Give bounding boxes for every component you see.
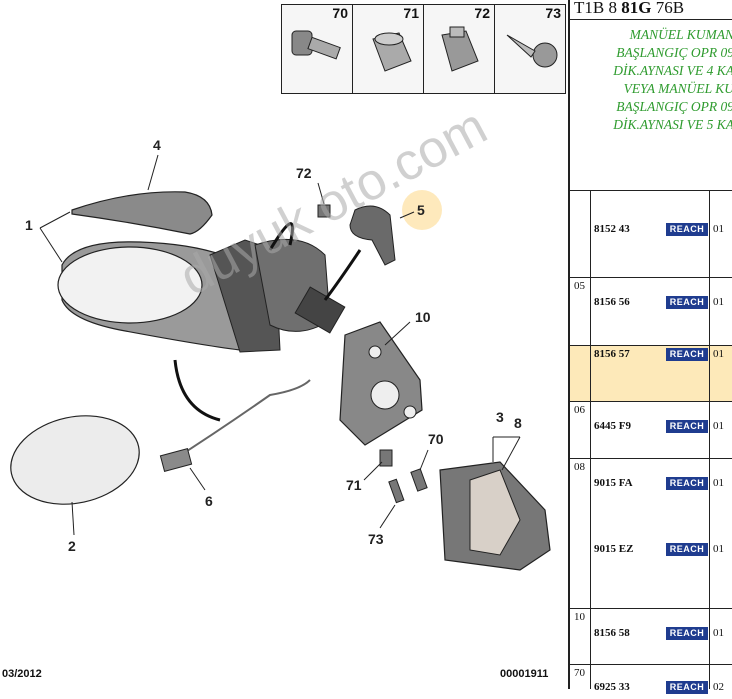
description-line: DİK.AYNASI VE 5 KA [613,117,732,132]
description-line: BAŞLANGIÇ OPR 09 [616,99,732,114]
part-reference: 8152 43 [594,223,630,235]
clip-icon [441,26,479,72]
fastener-thumbnails: 70 71 72 73 [281,4,566,94]
thumb-number: 71 [403,5,419,21]
part-reference: 6925 33 [594,681,630,693]
row-index: 06 [574,404,585,416]
thumb-72[interactable]: 72 [424,5,495,93]
thumb-73[interactable]: 73 [495,5,565,93]
table-row[interactable]: 06 6445 F9 REACH 01 [570,401,732,459]
thumb-71[interactable]: 71 [353,5,424,93]
callout-71: 71 [346,477,362,493]
reach-badge[interactable]: REACH [666,420,708,433]
callout-6: 6 [205,493,213,509]
thumb-number: 73 [545,5,561,21]
footer-docnum: 00001911 [500,668,549,680]
part-reference: 8156 56 [594,296,630,308]
description-line: DİK.AYNASI VE 4 KA [613,63,732,78]
part-reference: 9015 FA [594,477,633,489]
thumb-70[interactable]: 70 [282,5,353,93]
part-reference: 9015 EZ [594,543,634,555]
thumb-number: 72 [474,5,490,21]
reach-badge[interactable]: REACH [666,627,708,640]
part-item[interactable]: 9015 EZ REACH 01 [570,543,732,561]
part-reference: 6445 F9 [594,420,631,432]
callout-70: 70 [428,431,444,447]
description-line: MANÜEL KUMAN [629,27,732,42]
table-row[interactable]: 10 8156 58 REACH 01 [570,608,732,665]
part-quantity: 01 [713,543,724,555]
qty-column-divider [709,190,710,689]
callout-1: 1 [25,217,33,233]
index-column-divider [590,190,591,689]
exploded-diagram-area: 4 1 72 5 10 2 6 70 71 73 3 8 70 71 72 [2,4,566,680]
row-index: 70 [574,667,585,679]
part-item[interactable]: 6925 33 REACH 02 [570,681,732,699]
table-row[interactable]: 70 6925 33 REACH 02 [570,664,732,694]
part-item[interactable]: 8152 43 REACH 01 [570,223,732,241]
callout-2: 2 [68,538,76,554]
panel-description: MANÜEL KUMAN BAŞLANGIÇ OPR 09 DİK.AYNASI… [570,26,732,186]
part-item[interactable]: 8156 58 REACH 01 [570,627,732,645]
part-reference: 8156 57 [594,348,630,360]
reach-badge[interactable]: REACH [666,223,708,236]
callout-3: 3 [496,409,504,425]
row-index: 10 [574,611,585,623]
nut-icon [372,32,412,72]
part-item[interactable]: 8156 56 REACH 01 [570,296,732,314]
mirror-cap-shape [71,191,213,235]
table-row-highlighted[interactable]: 8156 57 REACH 01 [570,345,732,402]
reach-badge[interactable]: REACH [666,477,708,490]
reach-badge[interactable]: REACH [666,348,708,361]
callout-73: 73 [368,531,384,547]
table-row[interactable]: 05 8156 56 REACH 01 [570,277,732,346]
callout-72: 72 [296,165,312,181]
self-tapping-screw-icon [506,34,558,68]
part-quantity: 01 [713,348,724,360]
part-quantity: 01 [713,477,724,489]
header-post: 76B [651,0,685,17]
footer-date: 03/2012 [2,668,42,680]
reach-badge[interactable]: REACH [666,543,708,556]
part-quantity: 01 [713,627,724,639]
reach-badge[interactable]: REACH [666,681,708,694]
row-index: 08 [574,461,585,473]
header-bold: 81G [621,0,652,17]
part-item[interactable]: 8156 57 REACH 01 [570,348,732,366]
callout-10: 10 [415,309,431,325]
callout-5: 5 [417,202,425,218]
part-item[interactable]: 6445 F9 REACH 01 [570,420,732,438]
part-item[interactable]: 9015 FA REACH 01 [570,477,732,495]
part-reference: 8156 58 [594,627,630,639]
table-row[interactable]: 08 9015 FA REACH 01 9015 EZ REACH 01 [570,458,732,609]
parts-panel: T1B 8 81G 76B MANÜEL KUMAN BAŞLANGIÇ OPR… [568,0,732,694]
mirror-exploded-diagram: 4 1 72 5 10 2 6 70 71 73 3 8 [10,137,551,571]
panel-header: T1B 8 81G 76B [574,0,684,18]
header-pre: T1B 8 [574,0,622,17]
part-quantity: 02 [713,681,724,693]
screw-icon [291,30,341,60]
callout-4: 4 [153,137,161,153]
part-quantity: 01 [713,223,724,235]
table-row[interactable]: 8152 43 REACH 01 [570,190,732,278]
part-quantity: 01 [713,420,724,432]
thumb-number: 70 [332,5,348,21]
part-quantity: 01 [713,296,724,308]
description-line: VEYA MANÜEL KU [623,81,732,96]
callout-8: 8 [514,415,522,431]
reach-badge[interactable]: REACH [666,296,708,309]
description-line: BAŞLANGIÇ OPR 09 [616,45,732,60]
row-index: 05 [574,280,585,292]
